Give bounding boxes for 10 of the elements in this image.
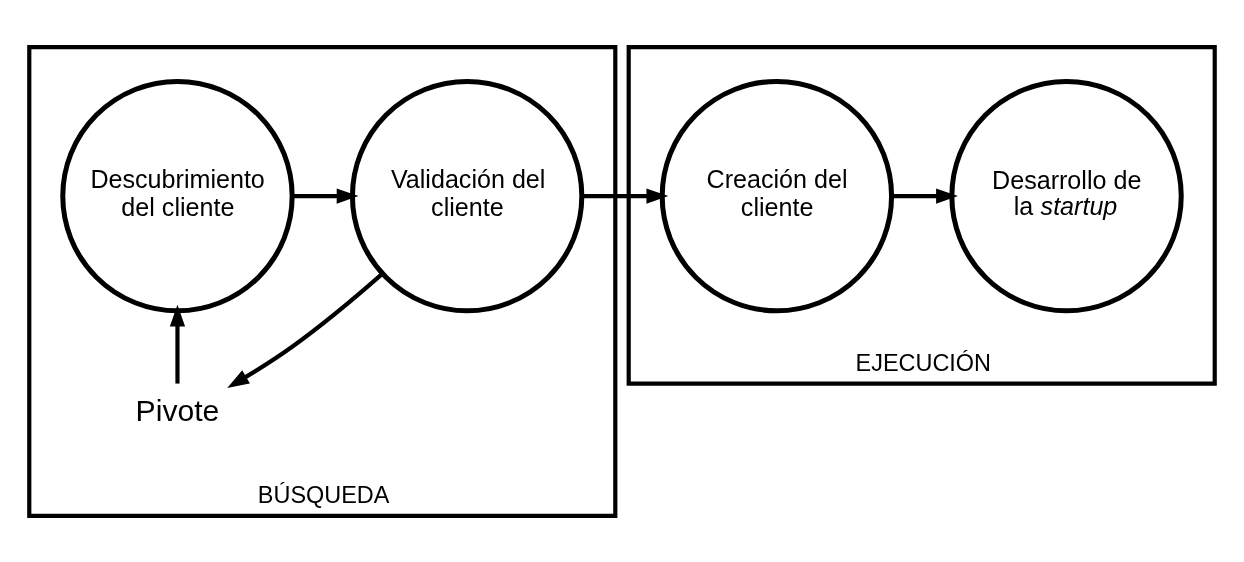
arrow <box>292 187 359 204</box>
node-circle: Descubrimiento del cliente <box>60 78 295 313</box>
arrow <box>891 187 958 204</box>
arrow <box>582 187 669 204</box>
node-circle: Creación del cliente <box>659 78 895 313</box>
node-circle: Validación del cliente <box>349 78 585 313</box>
arrow <box>169 304 186 384</box>
arrow <box>227 271 384 388</box>
node-circle: Desarrollo de la startup <box>949 78 1184 313</box>
node-text: Pivote <box>135 393 220 427</box>
